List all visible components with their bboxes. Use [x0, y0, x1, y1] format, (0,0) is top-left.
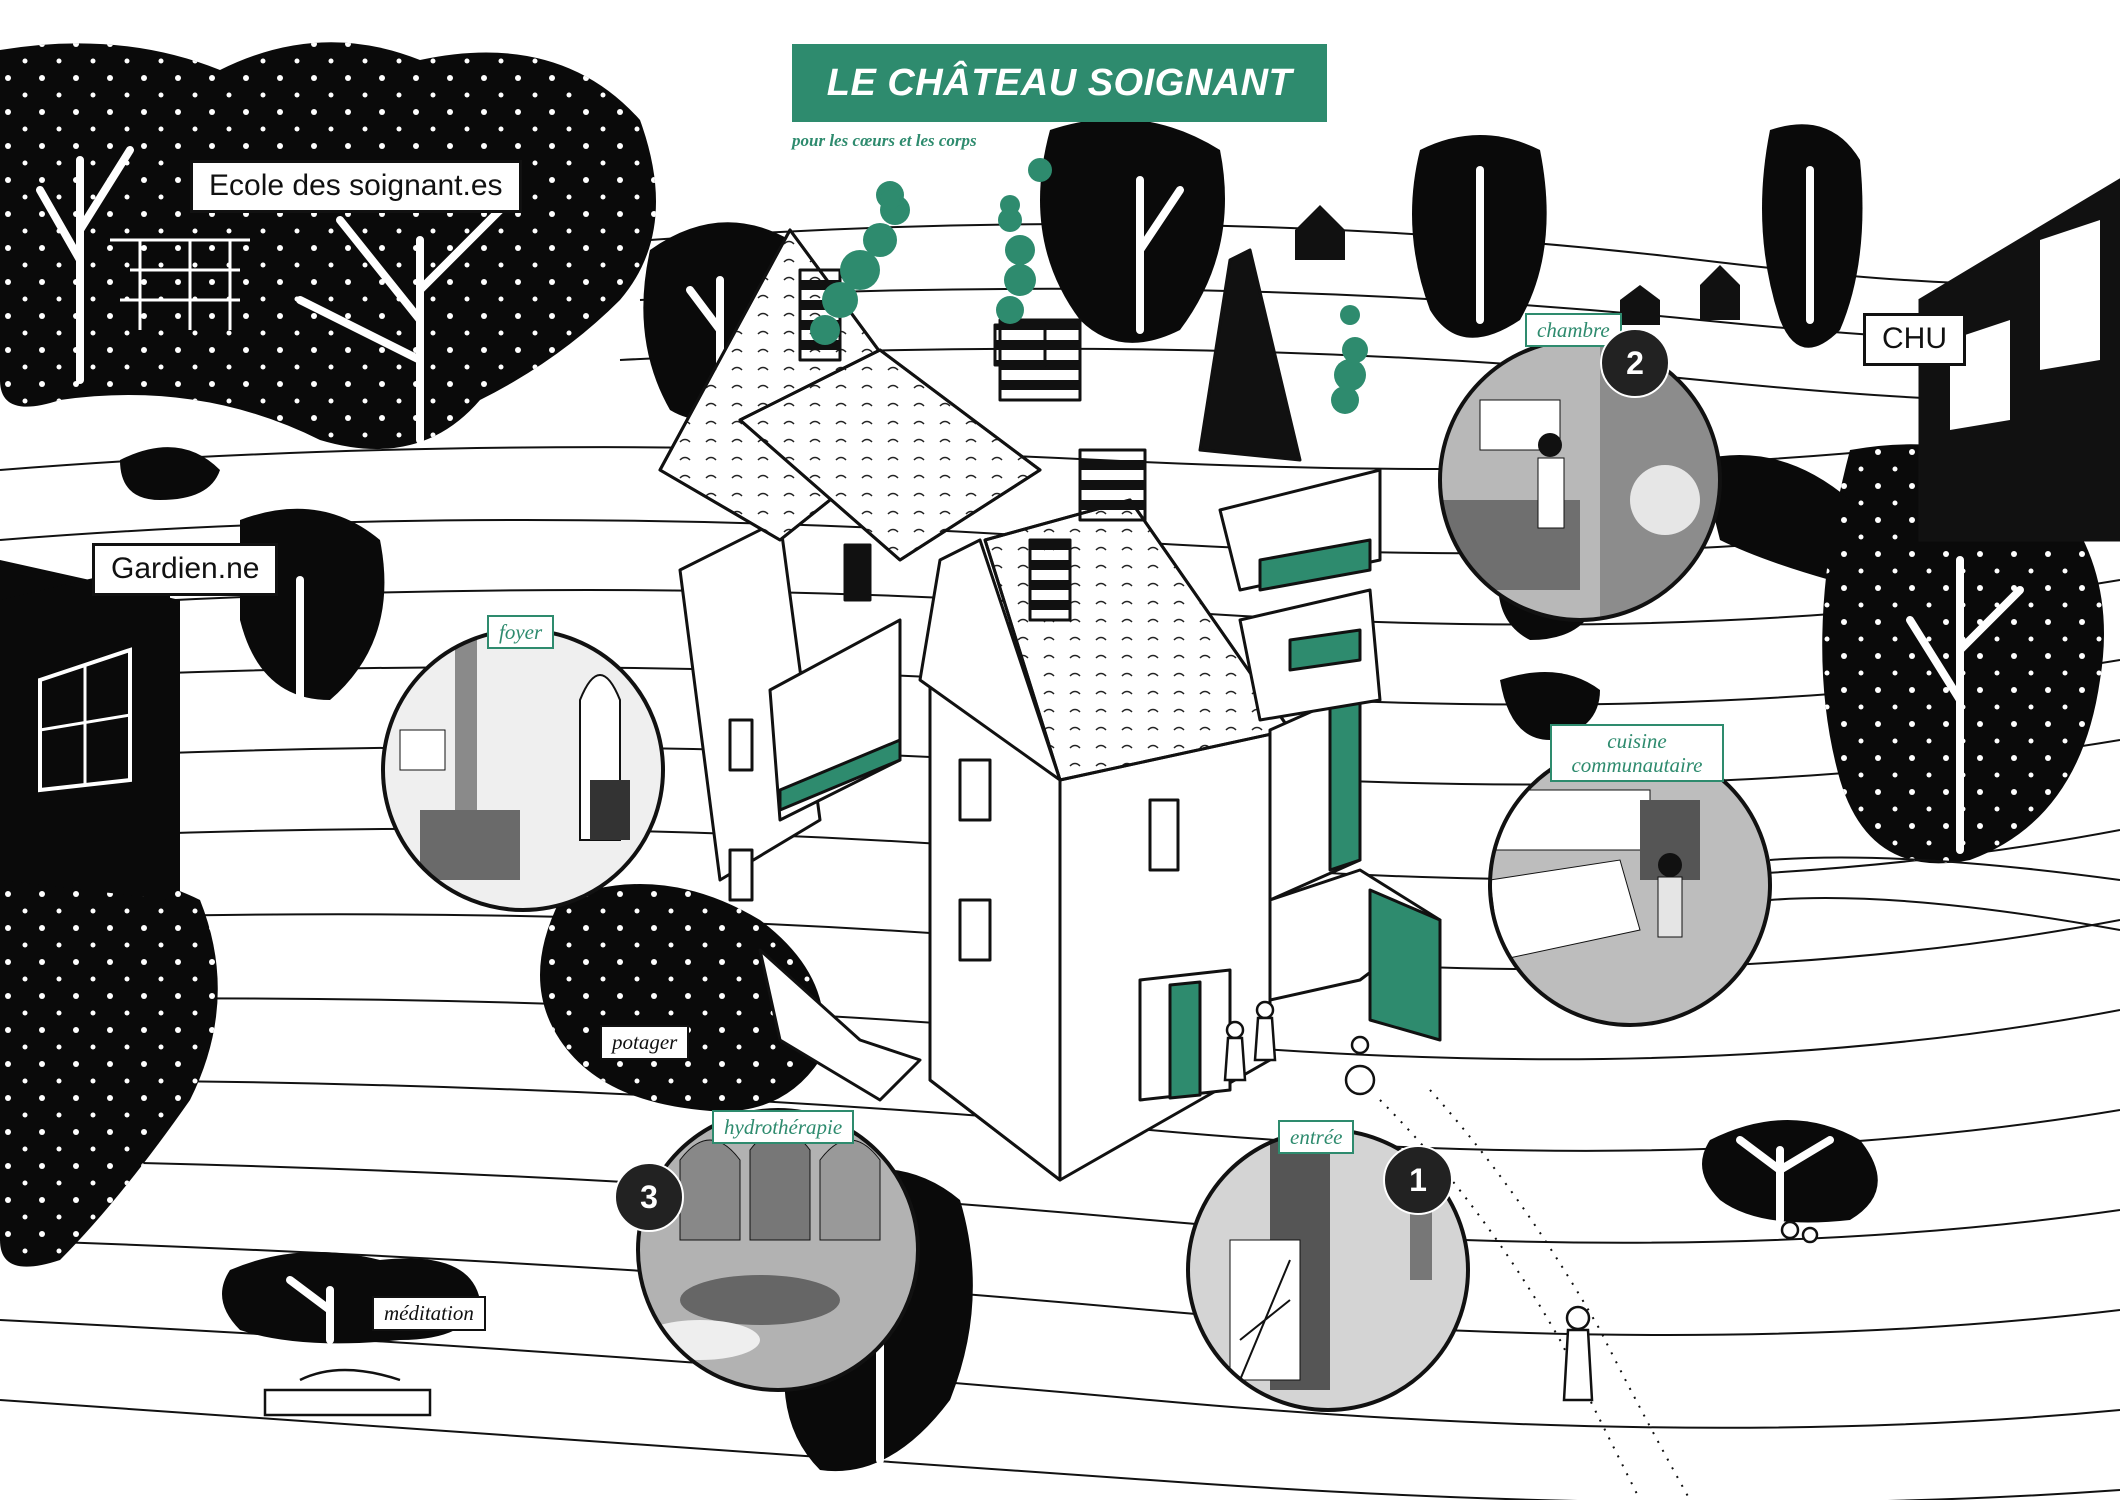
marker-3: 3: [614, 1162, 684, 1232]
people-figures: [1223, 1000, 1819, 1402]
marker-2: 2: [1600, 328, 1670, 398]
inset-hydrotherapie: [636, 1108, 920, 1392]
tag-entree: entrée: [1278, 1120, 1355, 1155]
page-subtitle: pour les cœurs et les corps: [792, 131, 977, 150]
tag-foyer: foyer: [487, 615, 555, 650]
inset-cuisine: [1488, 743, 1772, 1027]
chateau: [658, 228, 1442, 1182]
tag-potager: potager: [600, 1025, 690, 1060]
tag-hydrotherapie: hydrothérapie: [712, 1110, 855, 1145]
guardian-house: [0, 560, 170, 900]
chimney-smoke: [810, 158, 1368, 414]
chu-building: [1918, 178, 2120, 542]
distant-houses: [1295, 205, 1740, 325]
school-building: [110, 238, 250, 330]
label-hospital: CHU: [1863, 313, 1966, 366]
tag-meditation: méditation: [372, 1296, 486, 1331]
inset-chambre: [1438, 338, 1722, 622]
tag-cuisine: cuisine communautaire: [1550, 724, 1724, 783]
label-guardian: Gardien.ne: [92, 543, 279, 596]
meditation-mat: [263, 1368, 432, 1417]
page-title: LE CHÂTEAU SOIGNANT: [792, 44, 1327, 122]
inset-foyer: [381, 628, 665, 912]
tag-chambre: chambre: [1525, 313, 1622, 348]
label-school: Ecole des soignant.es: [190, 160, 522, 213]
marker-1: 1: [1383, 1145, 1453, 1215]
